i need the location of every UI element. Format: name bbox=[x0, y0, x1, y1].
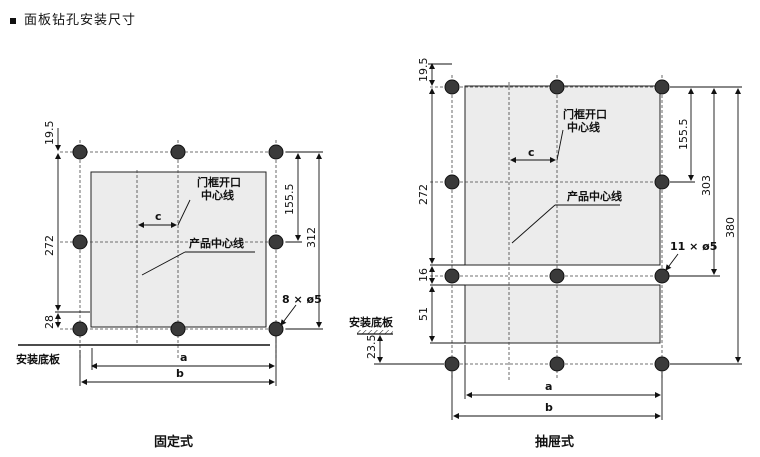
dim-c: c bbox=[528, 146, 535, 159]
dim-28: 28 bbox=[43, 315, 56, 329]
door-center-label-1: 门框开口 bbox=[563, 107, 607, 121]
base-label: 安装底板 bbox=[16, 352, 61, 366]
drawer-dimension-lines bbox=[374, 63, 741, 420]
dim-b: b bbox=[176, 367, 184, 380]
bullet-icon bbox=[10, 17, 16, 24]
product-center-label: 产品中心线 bbox=[567, 189, 622, 203]
door-center-label-2: 中心线 bbox=[201, 188, 234, 202]
drawer-texts: 19.5 272 16 51 23.5 155.5 303 380 c a b … bbox=[349, 58, 737, 451]
dim-c: c bbox=[155, 210, 162, 223]
drawer-hole bbox=[549, 79, 565, 95]
dim-303: 303 bbox=[700, 175, 713, 196]
dim-51: 51 bbox=[417, 307, 430, 321]
drawer-extension-lines bbox=[428, 63, 742, 365]
base-label: 安装底板 bbox=[349, 315, 394, 329]
fixed-hole bbox=[72, 321, 88, 337]
drawer-hole bbox=[654, 79, 670, 95]
drawer-hole bbox=[444, 268, 460, 284]
drawer-hole bbox=[654, 174, 670, 190]
drawer-hole bbox=[549, 268, 565, 284]
fixed-texts: 19.5 272 28 155.5 312 c a b 门框开口 中心线 产品中… bbox=[16, 121, 322, 451]
dim-155-5: 155.5 bbox=[677, 119, 690, 151]
drawer-diagram: 19.5 272 16 51 23.5 155.5 303 380 c a b … bbox=[349, 58, 742, 451]
drawer-upper-panel bbox=[464, 85, 661, 266]
fixed-hole bbox=[170, 321, 186, 337]
fixed-hole bbox=[72, 144, 88, 160]
fixed-hole bbox=[170, 144, 186, 160]
drawer-hole bbox=[444, 356, 460, 372]
holes-label: 11 × ø5 bbox=[670, 240, 717, 253]
door-center-label-1: 门框开口 bbox=[197, 175, 241, 189]
fixed-hole bbox=[268, 144, 284, 160]
fixed-extension-lines bbox=[55, 151, 323, 330]
dim-380: 380 bbox=[724, 217, 737, 238]
dim-top: 19.5 bbox=[43, 121, 56, 146]
drawer-lower-panel bbox=[464, 284, 661, 344]
drawer-hole bbox=[654, 268, 670, 284]
holes-label: 8 × ø5 bbox=[282, 293, 322, 306]
dim-top: 19.5 bbox=[417, 58, 430, 83]
dim-312: 312 bbox=[305, 227, 318, 248]
dim-16: 16 bbox=[417, 268, 430, 282]
fixed-panel-outline bbox=[90, 171, 267, 328]
dim-272: 272 bbox=[417, 184, 430, 205]
drawer-hole bbox=[444, 174, 460, 190]
drawer-hole bbox=[444, 79, 460, 95]
fixed-diagram: 19.5 272 28 155.5 312 c a b 门框开口 中心线 产品中… bbox=[16, 121, 323, 451]
dim-23-5: 23.5 bbox=[365, 335, 378, 360]
drawer-hole bbox=[654, 356, 670, 372]
dim-a: a bbox=[180, 351, 187, 364]
drawer-holes bbox=[444, 79, 670, 372]
door-center-label-2: 中心线 bbox=[567, 120, 600, 134]
dim-155-5: 155.5 bbox=[283, 184, 296, 216]
drawer-caption: 抽屉式 bbox=[535, 434, 574, 450]
fixed-holes bbox=[72, 144, 284, 337]
fixed-dimension-lines bbox=[55, 128, 322, 386]
fixed-hole bbox=[268, 234, 284, 250]
fixed-caption: 固定式 bbox=[154, 434, 193, 450]
drawer-base-hatch bbox=[357, 330, 393, 334]
dim-272: 272 bbox=[43, 235, 56, 256]
page-title: 面板钻孔安装尺寸 bbox=[10, 9, 136, 28]
fixed-hole bbox=[268, 321, 284, 337]
dim-a: a bbox=[545, 380, 552, 393]
dim-b: b bbox=[545, 401, 553, 414]
fixed-hole bbox=[72, 234, 88, 250]
drawer-hole bbox=[549, 356, 565, 372]
product-center-label: 产品中心线 bbox=[189, 236, 244, 250]
